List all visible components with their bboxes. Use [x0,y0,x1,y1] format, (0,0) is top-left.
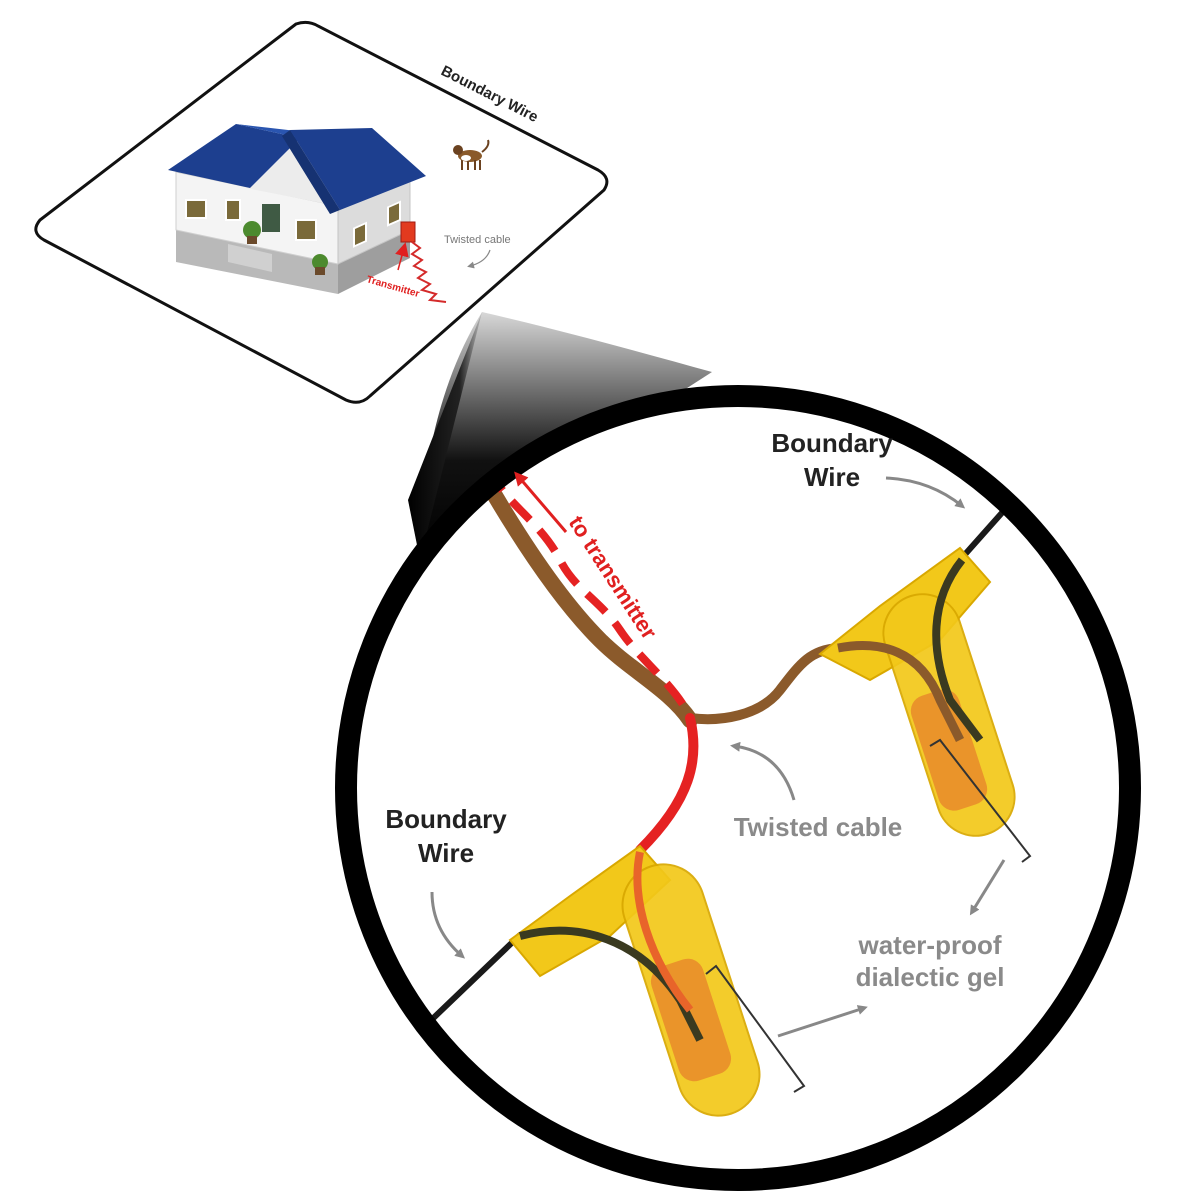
gel-bracket-right [929,738,1032,863]
twisted-cable-label: Twisted cable [734,812,903,842]
gel-arrow-upper [969,859,1006,916]
boundary-wire-top-label-1: Boundary [771,428,893,458]
twisted-cable [472,462,843,855]
boundary-wire-left-arrow [430,891,466,959]
boundary-wire-top-label-2: Wire [804,462,860,492]
magnifier-detail [335,385,1141,1191]
transmitter-arrow [395,242,409,271]
boundary-wire-left-label-2: Wire [418,838,474,868]
wire-connector-left [508,844,761,1117]
to-transmitter-arrow [514,471,568,533]
gel-arrow-lower [777,1005,868,1038]
house-illustration [168,124,426,294]
twisted-cable-arrow [730,741,796,801]
transmitter-box [400,221,416,243]
overview-twisted-cable-arrow [467,249,491,269]
dog-illustration [453,139,490,170]
gel-label-1: water-proof [858,930,1002,960]
boundary-wire-left-label-1: Boundary [385,804,507,834]
overview-yard: Boundary Wire [34,20,609,404]
roof-left [168,124,300,188]
gel-bracket-left [705,964,806,1093]
roof-right [290,128,426,210]
overview-twisted-cable-label: Twisted cable [444,234,511,246]
gel-label-2: dialectic gel [856,962,1005,992]
magnifier-rim [335,385,1141,1191]
overview-twisted-cable [410,241,447,303]
boundary-wire-top-arrow [885,476,966,509]
